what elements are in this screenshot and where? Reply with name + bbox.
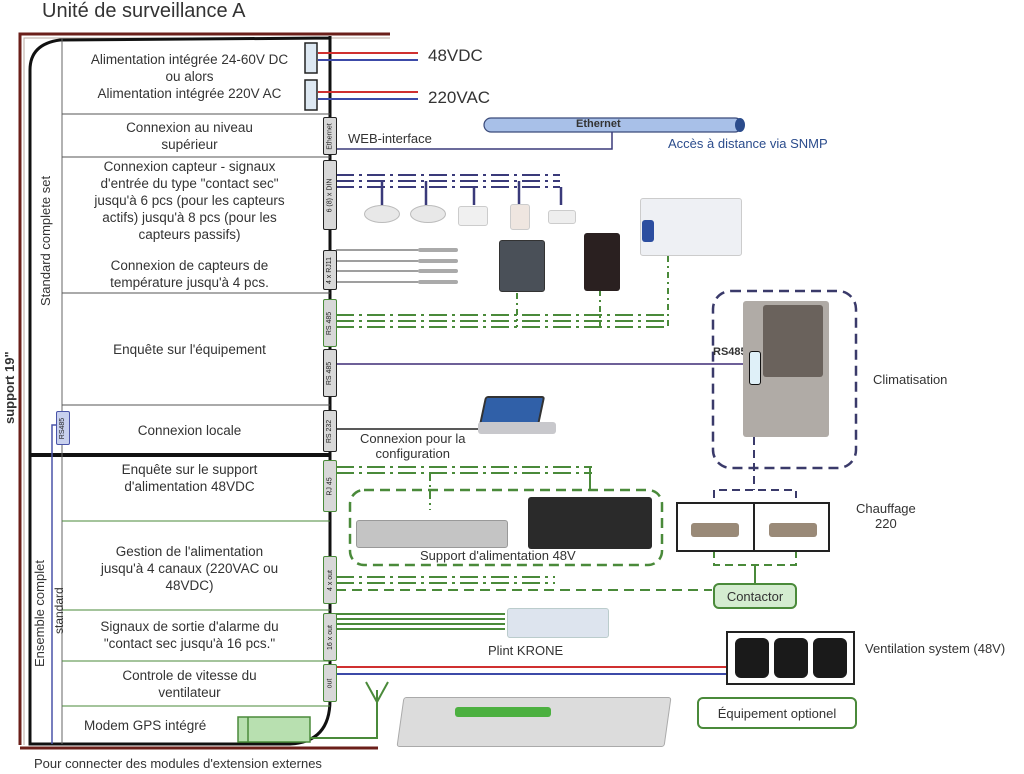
ups-cabinet-icon — [584, 233, 620, 291]
label-ethernet: Ethernet — [576, 118, 621, 130]
climatisation-grille-icon — [763, 305, 823, 377]
module-fan-speed: Controle de vitesse du ventilateur — [122, 668, 257, 700]
water-sensor-icon — [510, 204, 530, 230]
chassis-outline — [28, 36, 332, 746]
fan-icon — [735, 638, 769, 678]
module-equipment-survey: Enquête sur l'équipement — [113, 341, 266, 357]
smoke-detector-icon — [364, 205, 400, 223]
label-ventilation: Ventilation system (48V) — [865, 641, 1006, 656]
fan-icon — [774, 638, 808, 678]
port-fan-out[interactable]: out — [323, 664, 337, 702]
port-ethernet[interactable]: Ethernet — [323, 117, 337, 155]
port-rs485-bus[interactable]: RS 485 — [323, 299, 337, 347]
label-plint-krone: Plint KRONE — [488, 643, 564, 658]
label-power-support: Support d'alimentation 48V — [420, 548, 576, 563]
climatisation-box — [711, 289, 858, 470]
bottom-caption: Pour connecter des modules d'extension e… — [34, 756, 322, 771]
module-alarm-outputs: Signaux de sortie d'alarme du "contact s… — [100, 619, 279, 651]
support-label: support 19" — [2, 351, 17, 424]
generator-panel-icon — [642, 220, 654, 242]
port-rj45[interactable]: RJ 45 — [323, 460, 337, 512]
rectifier-shelf-icon — [356, 520, 508, 548]
power-system-icon — [528, 497, 652, 549]
heater-icon — [691, 523, 739, 537]
contactor-box: Contactor — [713, 583, 797, 609]
label-rs485-clim: RS485 — [713, 346, 747, 358]
terminal-block-icon — [455, 707, 551, 717]
motion-sensor-icon — [548, 210, 576, 224]
electric-meter-icon — [499, 240, 545, 292]
module-local-connection: Connexion locale — [137, 422, 242, 438]
monitoring-unit-icon — [396, 697, 672, 747]
port-4x-out[interactable]: 4 x out — [323, 556, 337, 604]
laptop-base-icon — [478, 422, 556, 434]
krone-block-icon — [507, 608, 609, 638]
heater-icon — [769, 523, 817, 537]
label-48vdc: 48VDC — [428, 46, 483, 65]
port-rs232[interactable]: RS 232 — [323, 410, 337, 452]
label-web-interface: WEB-interface — [348, 131, 432, 146]
port-din[interactable]: 6 (8) x DIN — [323, 160, 337, 230]
optional-equipment-box: Équipement optionel — [697, 697, 857, 729]
rack-frame — [18, 32, 390, 745]
port-rs485-clim[interactable]: RS 485 — [323, 349, 337, 397]
module-upper-connection: Connexion au niveau supérieur — [126, 120, 253, 152]
generator-icon — [640, 198, 742, 256]
port-rj11[interactable]: 4 x RJ11 — [323, 250, 337, 290]
module-power: Alimentation intégrée 24-60V DC ou alors… — [90, 51, 289, 101]
ensemble-label: Ensemble complet — [32, 560, 47, 667]
module-power-management: Gestion de l'alimentation jusqu'à 4 cana… — [100, 543, 279, 593]
label-climatisation: Climatisation — [873, 372, 948, 387]
fan-icon — [813, 638, 847, 678]
power-support-group — [348, 488, 664, 567]
port-rs485-side[interactable]: RS485 — [56, 411, 70, 445]
label-chauffage: Chauffage 220 — [856, 501, 916, 531]
module-gps-modem: Modem GPS intégré — [84, 718, 207, 733]
label-config: Connexion pour la configuration — [360, 431, 466, 461]
door-sensor-icon — [458, 206, 488, 226]
rs485-connector-icon — [749, 351, 761, 385]
module-power-support-survey: Enquête sur le support d'alimentation 48… — [121, 462, 258, 494]
smoke-detector-icon — [410, 205, 446, 223]
label-220vac: 220VAC — [428, 88, 491, 107]
port-16x-out[interactable]: 16 x out — [323, 613, 337, 661]
module-dry-contact-sensors: Connexion capteur - signaux d'entrée du … — [94, 158, 285, 242]
standard-set-label: Standard complete set — [38, 175, 53, 306]
module-temperature-sensors: Connexion de capteurs de température jus… — [110, 258, 269, 290]
page-title: Unité de surveillance A — [42, 0, 246, 22]
label-snmp: Accès à distance via SNMP — [668, 136, 828, 151]
